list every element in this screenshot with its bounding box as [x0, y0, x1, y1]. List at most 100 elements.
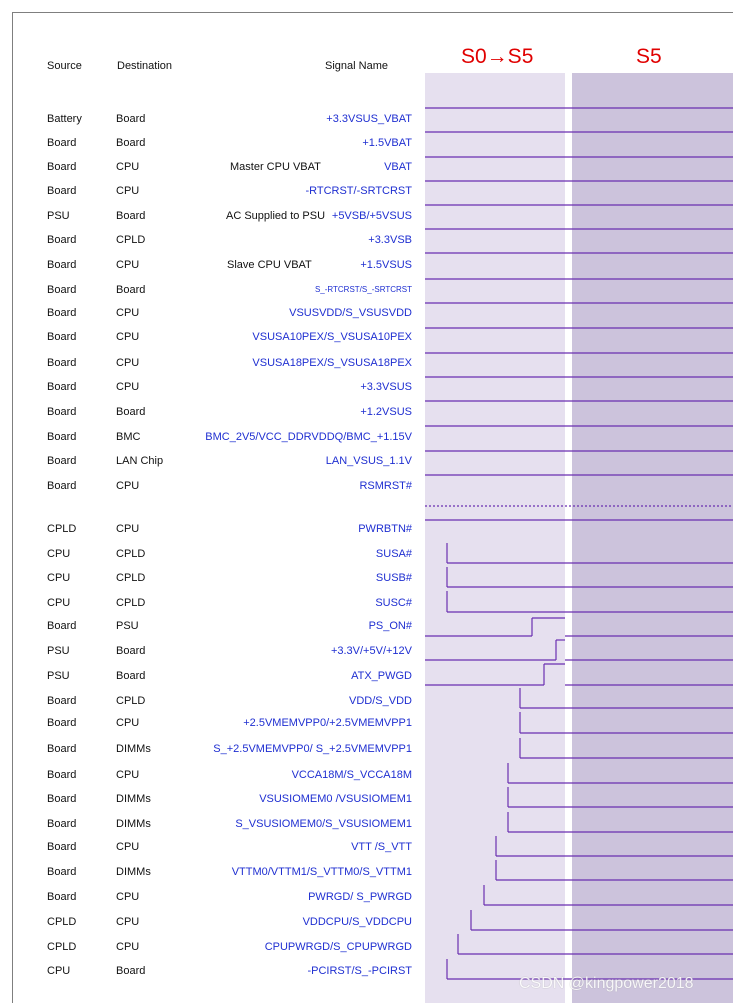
- row-source: Board: [47, 480, 77, 492]
- row-signal-name: PWRBTN#: [358, 523, 412, 535]
- row-destination: CPU: [116, 357, 140, 369]
- row-source: Board: [47, 841, 77, 853]
- row-signal-name: RSMRST#: [359, 480, 412, 492]
- row-destination: CPLD: [116, 548, 146, 560]
- row-signal-name: PWRGD/ S_PWRGD: [308, 891, 412, 903]
- row-destination: LAN Chip: [116, 455, 164, 467]
- waveform-23: [425, 663, 733, 686]
- row-destination: DIMMs: [116, 793, 151, 805]
- row-signal-name: VBAT: [384, 161, 412, 173]
- row-destination: CPU: [116, 891, 140, 903]
- row-source: Board: [47, 259, 77, 271]
- row-destination: CPU: [116, 916, 140, 928]
- row-destination: CPU: [116, 941, 140, 953]
- row-source: Board: [47, 161, 77, 173]
- table-row: CPLD CPU PWRBTN#: [0, 523, 420, 537]
- waveform-19: [446, 567, 733, 588]
- row-destination: DIMMs: [116, 743, 151, 755]
- row-destination: CPU: [116, 841, 140, 853]
- row-signal-name: S_-RTCRST/S_-SRTCRST: [314, 285, 412, 294]
- waveform-18: [446, 543, 733, 564]
- row-destination: CPLD: [116, 597, 146, 609]
- row-note: AC Supplied to PSU: [226, 210, 326, 222]
- row-signal-name: PS_ON#: [368, 620, 412, 632]
- row-destination: CPU: [116, 259, 140, 271]
- row-signal-name: LAN_VSUS_1.1V: [325, 455, 412, 467]
- row-destination: Board: [116, 137, 146, 149]
- phase-band-s0-s5: [425, 73, 565, 1003]
- row-destination: CPLD: [116, 234, 146, 246]
- row-signal-name: +5VSB/+5VSUS: [331, 210, 412, 222]
- row-destination: Board: [116, 406, 146, 418]
- table-row: Board CPU VTT /S_VTT: [0, 841, 420, 855]
- row-destination: CPLD: [116, 695, 146, 707]
- row-signal-name: +1.2VSUS: [360, 406, 412, 418]
- row-signal-name: SUSA#: [375, 548, 412, 560]
- row-source: Board: [47, 769, 77, 781]
- row-signal-name: +2.5VMEMVPP0/+2.5VMEMVPP1: [243, 717, 412, 729]
- row-signal-name: +1.5VSUS: [360, 259, 412, 271]
- waveform-27: [507, 763, 733, 784]
- watermark: CSDN @kingpower2018: [519, 975, 694, 992]
- row-source: Board: [47, 717, 77, 729]
- waveform-25: [519, 712, 733, 734]
- waveform-32: [483, 885, 733, 906]
- row-source: CPU: [47, 572, 71, 584]
- row-signal-name: ATX_PWGD: [351, 670, 412, 682]
- row-source: CPU: [47, 597, 71, 609]
- row-source: Board: [47, 818, 77, 830]
- row-source: CPLD: [47, 523, 77, 535]
- row-source: Battery: [47, 113, 82, 125]
- waveform-30: [495, 836, 733, 857]
- header-source: Source: [47, 60, 82, 72]
- row-destination: CPU: [116, 331, 140, 343]
- row-signal-name: -PCIRST/S_-PCIRST: [307, 965, 412, 977]
- waveform-20: [446, 591, 733, 613]
- row-signal-name: +3.3V/+5V/+12V: [330, 645, 412, 657]
- row-source: Board: [47, 455, 77, 467]
- row-destination: CPU: [116, 523, 140, 535]
- waveform-21: [425, 617, 733, 637]
- header-signal-name: Signal Name: [325, 60, 388, 72]
- row-note: Master CPU VBAT: [230, 161, 321, 173]
- table-row: PSU Board AC Supplied to PSU +5VSB/+5VSUS: [0, 210, 420, 224]
- row-signal-name: VSUSA10PEX/S_VSUSA10PEX: [252, 331, 412, 343]
- table-row: Board CPLD +3.3VSB: [0, 234, 420, 248]
- row-signal-name: SUSB#: [375, 572, 412, 584]
- row-destination: Board: [116, 210, 146, 222]
- row-source: PSU: [47, 210, 70, 222]
- row-destination: Board: [116, 645, 146, 657]
- row-source: Board: [47, 234, 77, 246]
- row-source: CPLD: [47, 941, 77, 953]
- row-signal-name: VTTM0/VTTM1/S_VTTM0/S_VTTM1: [231, 866, 412, 878]
- row-destination: BMC: [116, 431, 141, 443]
- row-signal-name: +3.3VSUS_VBAT: [326, 113, 412, 125]
- row-destination: CPU: [116, 307, 140, 319]
- row-signal-name: +3.3VSB: [368, 234, 412, 246]
- waveform-35: [446, 959, 733, 980]
- row-source: Board: [47, 743, 77, 755]
- row-signal-name: VTT /S_VTT: [351, 841, 412, 853]
- waveform-33: [470, 910, 733, 931]
- row-source: Board: [47, 137, 77, 149]
- row-destination: PSU: [116, 620, 139, 632]
